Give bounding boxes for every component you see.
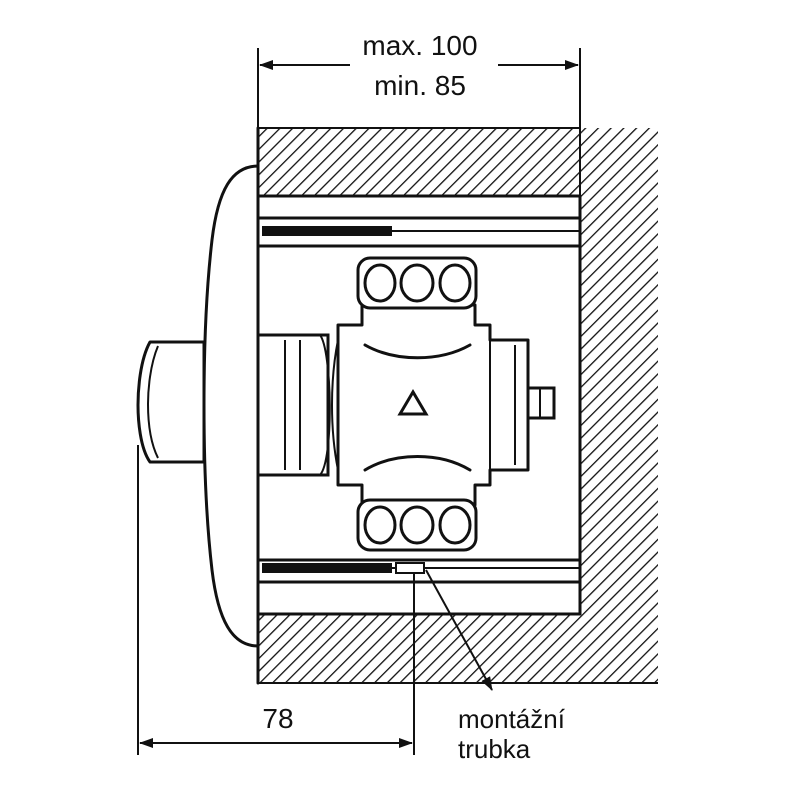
valve-body	[256, 303, 556, 507]
cover-plate	[202, 164, 260, 648]
mounting-box	[256, 194, 582, 616]
triangle-icon	[397, 389, 429, 416]
max-dimension-label: max. 100	[362, 30, 477, 61]
callout-line1: montážní	[458, 704, 566, 734]
callout-line2: trubka	[458, 734, 531, 764]
mounting-tube-callout: montážní trubka	[425, 569, 566, 764]
depth-dimension-label: 78	[262, 703, 293, 734]
min-dimension-label: min. 85	[374, 70, 466, 101]
push-button	[136, 340, 206, 464]
sleeve-top-dark	[262, 226, 392, 236]
sleeve-bottom-dark	[262, 563, 392, 573]
bottom-union-nut	[356, 498, 478, 552]
top-union-nut	[356, 256, 478, 310]
dimension-depth: 78	[137, 445, 415, 755]
dimension-width: max. 100 min. 85	[257, 30, 581, 128]
